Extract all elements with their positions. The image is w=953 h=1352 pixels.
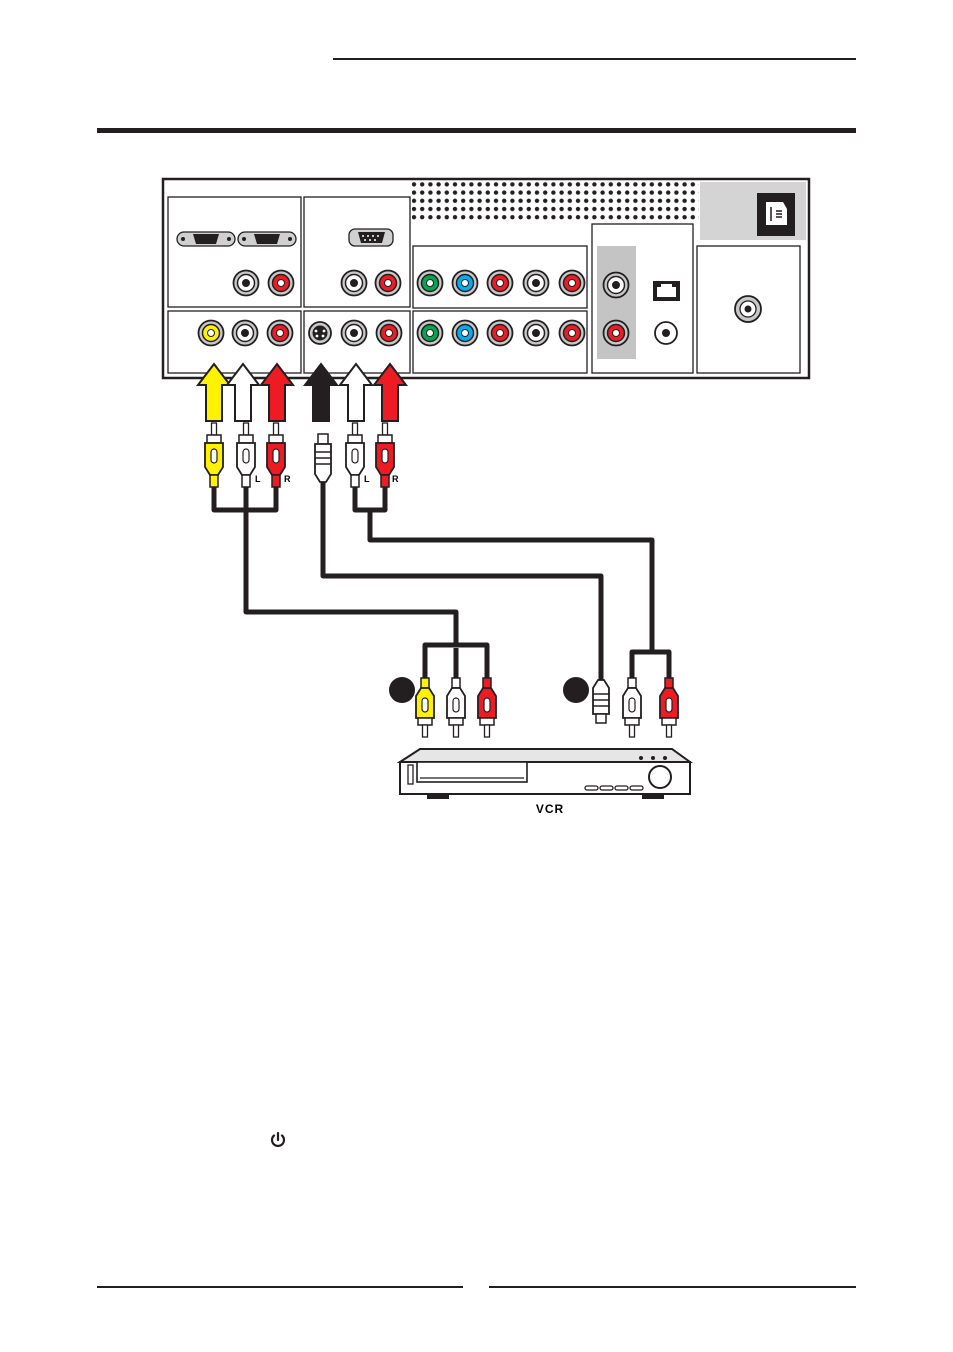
jack-av-video (199, 321, 224, 346)
plug-svideo-vcr (593, 680, 609, 723)
vcr-volume-knob (649, 766, 671, 788)
jack-comp1-y (418, 271, 443, 296)
hdmi-port-1 (177, 232, 235, 246)
plug-av-audio-right-red (267, 423, 285, 487)
ac-power-inlet (757, 193, 795, 236)
power-icon (268, 1130, 288, 1150)
jack-comp1-audio-r (560, 271, 585, 296)
jack-coax-digital-out (655, 322, 677, 344)
tv-back-panel (163, 179, 809, 378)
hdmi-port-2 (238, 232, 296, 246)
jack-comp1-pr (488, 271, 513, 296)
jack-audio-out-r (604, 321, 629, 346)
jack-svideo-audio-r (377, 321, 402, 346)
plug-vcr-video-yellow (416, 678, 434, 737)
cables (214, 482, 669, 680)
jack-comp2-pb (453, 321, 478, 346)
jack-comp1-audio-l (524, 271, 549, 296)
jack-svideo-audio-l (342, 321, 367, 346)
plug-svideo-tv (315, 434, 331, 482)
jack-comp2-pr (488, 321, 513, 346)
av-cable-right-label: R (284, 474, 291, 484)
plug-svideo-audio-left-white (346, 423, 364, 487)
jack-hdmi-audio-l (234, 271, 259, 296)
jack-comp2-audio-r (560, 321, 585, 346)
jack-comp2-audio-l (524, 321, 549, 346)
plug-av-audio-left-white (237, 423, 255, 487)
svideo-cable-right-label: R (392, 474, 399, 484)
ethernet-port (653, 281, 680, 301)
plugs (205, 423, 678, 737)
jack-hdmi-audio-r (269, 271, 294, 296)
step-marker-1 (389, 677, 415, 703)
av-cable-left-label: L (255, 474, 261, 484)
plug-vcr-audio-left-white (447, 678, 465, 737)
plug-vcr-audio-right-red (478, 678, 496, 737)
jack-comp2-y (418, 321, 443, 346)
svideo-jack (309, 322, 331, 344)
plug-av-video-yellow (205, 423, 223, 487)
footer-rule-right (489, 1286, 856, 1288)
jack-pc-audio-r (376, 271, 401, 296)
plug-vcr-svideo-audio-right-red (660, 678, 678, 737)
footer-rule-left (97, 1286, 463, 1288)
plug-vcr-svideo-audio-left-white (623, 678, 641, 737)
vent-grille (412, 182, 699, 222)
vcr-label: VCR (536, 802, 564, 816)
svideo-cable-left-label: L (364, 474, 370, 484)
antenna-input (735, 296, 761, 322)
jack-pc-audio-l (342, 271, 367, 296)
jack-av-audio-l (233, 321, 258, 346)
vcr-device (400, 749, 690, 799)
jack-comp1-pb (453, 271, 478, 296)
jack-av-audio-r (268, 321, 293, 346)
vcr-connection-diagram: L R L R VCR (0, 0, 953, 840)
step-marker-2 (563, 677, 589, 703)
jack-audio-out-l (604, 273, 629, 298)
vga-port (349, 229, 393, 246)
